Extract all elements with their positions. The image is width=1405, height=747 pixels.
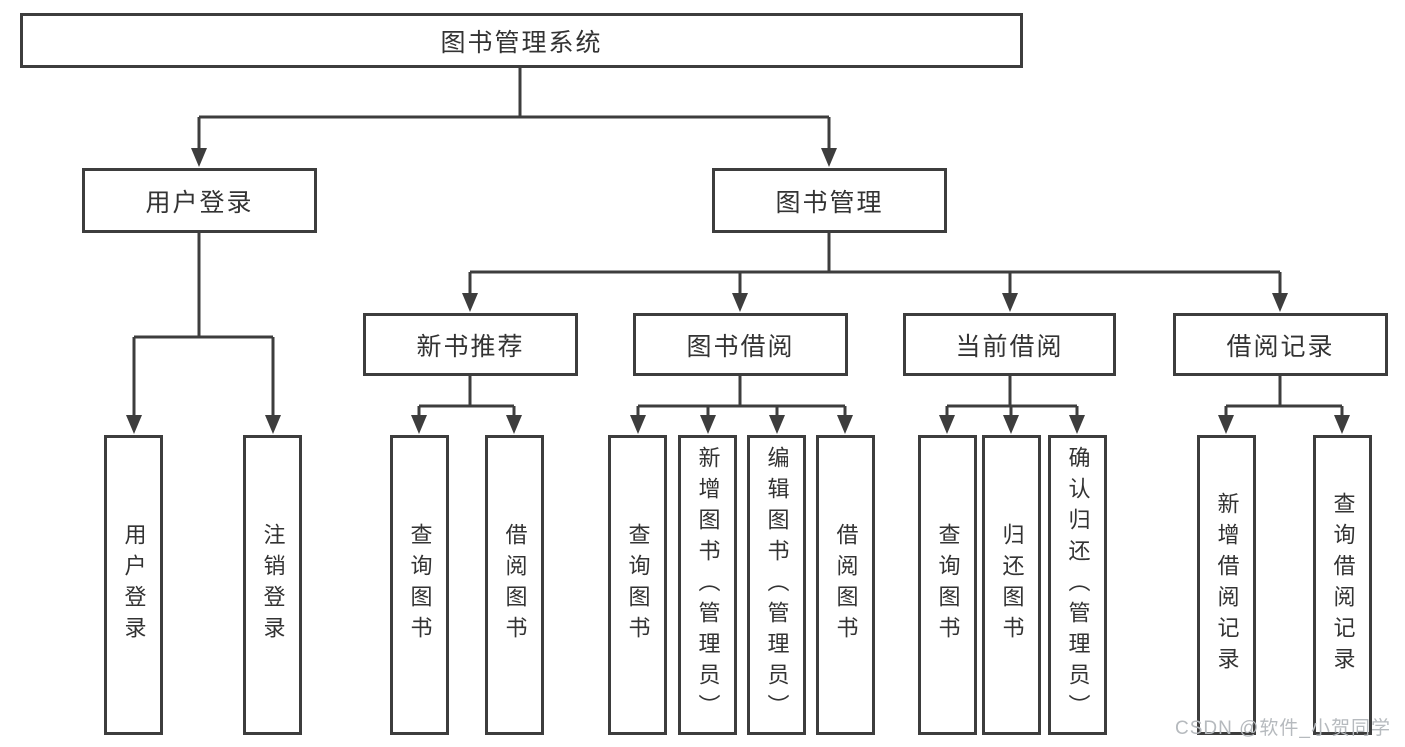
leaf-add-borrow-record-label: 新增借阅记录 <box>1214 492 1240 678</box>
leaf-add-borrow-record: 新增借阅记录 <box>1197 435 1256 735</box>
node-root-label: 图书管理系统 <box>440 28 603 57</box>
node-new-book-recommend: 新书推荐 <box>363 313 578 376</box>
leaf-new-query-books: 查询图书 <box>390 435 449 735</box>
node-current-borrowing: 当前借阅 <box>903 313 1116 376</box>
leaf-current-query-books-label: 查询图书 <box>935 523 961 647</box>
node-current-borrowing-label: 当前借阅 <box>955 332 1064 361</box>
leaf-edit-books-admin: 编辑图书（管理员） <box>747 435 806 735</box>
leaf-borrowing-query-books: 查询图书 <box>608 435 667 735</box>
leaf-edit-books-admin-label: 编辑图书（管理员） <box>764 445 790 725</box>
leaf-return-books: 归还图书 <box>982 435 1041 735</box>
node-root: 图书管理系统 <box>20 13 1023 68</box>
leaf-confirm-return-admin-label: 确认归还（管理员） <box>1065 445 1091 725</box>
leaf-logout-label: 注销登录 <box>260 523 286 647</box>
node-user-login: 用户登录 <box>82 168 317 233</box>
leaf-return-books-label: 归还图书 <box>999 523 1025 647</box>
leaf-add-books-admin: 新增图书（管理员） <box>678 435 737 735</box>
leaf-user-login: 用户登录 <box>104 435 163 735</box>
node-borrowing-records-label: 借阅记录 <box>1226 332 1335 361</box>
node-book-borrowing-label: 图书借阅 <box>686 332 795 361</box>
leaf-borrowing-borrow-books-label: 借阅图书 <box>833 523 859 647</box>
node-borrowing-records: 借阅记录 <box>1173 313 1388 376</box>
node-new-book-recommend-label: 新书推荐 <box>416 332 525 361</box>
node-book-management-label: 图书管理 <box>775 188 884 217</box>
leaf-new-borrow-books: 借阅图书 <box>485 435 544 735</box>
leaf-add-books-admin-label: 新增图书（管理员） <box>695 445 721 725</box>
leaf-new-borrow-books-label: 借阅图书 <box>502 523 528 647</box>
node-book-management: 图书管理 <box>712 168 947 233</box>
node-user-login-label: 用户登录 <box>145 188 254 217</box>
leaf-borrowing-borrow-books: 借阅图书 <box>816 435 875 735</box>
leaf-new-query-books-label: 查询图书 <box>407 523 433 647</box>
leaf-query-borrow-record-label: 查询借阅记录 <box>1330 492 1356 678</box>
node-book-borrowing: 图书借阅 <box>633 313 848 376</box>
leaf-confirm-return-admin: 确认归还（管理员） <box>1048 435 1107 735</box>
tree-edges <box>132 68 1344 418</box>
leaf-current-query-books: 查询图书 <box>918 435 977 735</box>
csdn-watermark: CSDN @软件_小贺同学 <box>1175 718 1391 739</box>
leaf-logout: 注销登录 <box>243 435 302 735</box>
arrowhead-icons <box>126 148 1350 434</box>
leaf-query-borrow-record: 查询借阅记录 <box>1313 435 1372 735</box>
leaf-borrowing-query-books-label: 查询图书 <box>625 523 651 647</box>
leaf-user-login-label: 用户登录 <box>121 523 147 647</box>
